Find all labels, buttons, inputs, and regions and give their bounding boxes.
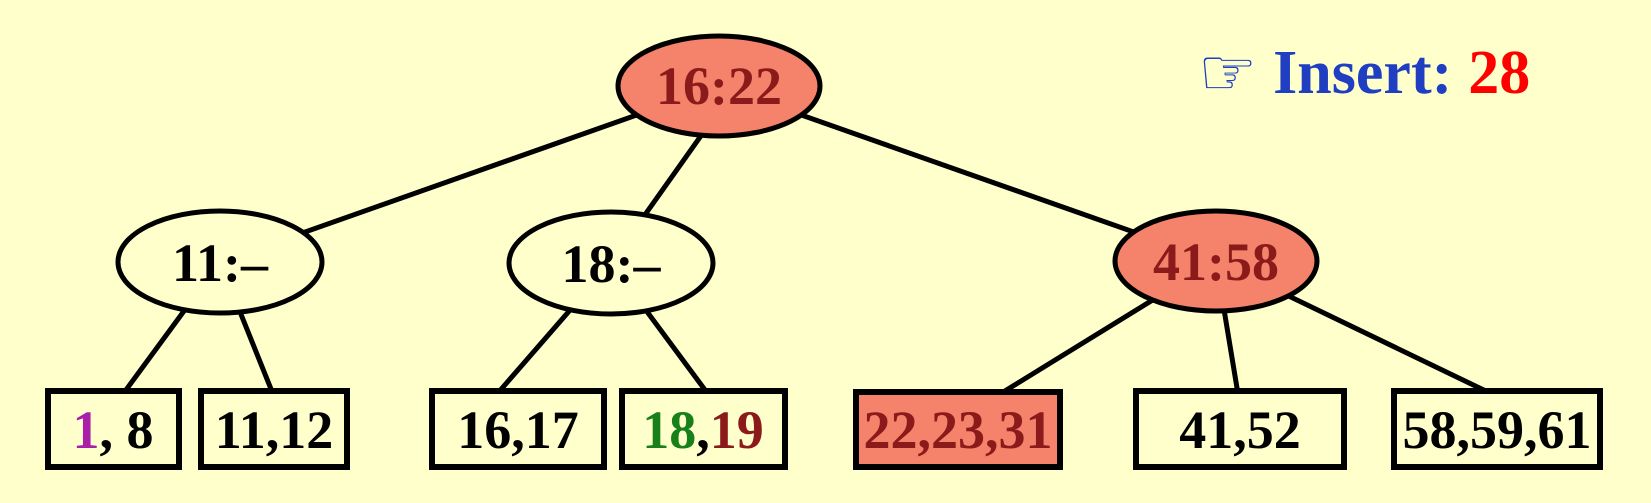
leaf-node-22-23-31-label: 22,23,31 xyxy=(864,400,1053,460)
internal-node-18: 18:– xyxy=(506,209,716,317)
leaf-node-11-12-shape xyxy=(198,388,350,470)
internal-node-root-shape xyxy=(615,33,823,139)
internal-node-18-label: 18:– xyxy=(562,234,662,294)
leaf-node-18-19: 18,19 xyxy=(619,388,788,470)
internal-node-11-shape xyxy=(115,208,325,316)
leaf-node-16-17-label: 16,17 xyxy=(457,400,579,460)
internal-node-18-shape xyxy=(506,209,716,317)
leaf-node-11-12-label: 11,12 xyxy=(215,400,334,460)
insert-annotation: ☞ Insert: 28 xyxy=(1198,40,1530,106)
internal-node-41-58-shape xyxy=(1112,208,1320,314)
internal-node-root: 16:22 xyxy=(615,33,823,139)
leaf-node-58-59-61-label: 58,59,61 xyxy=(1403,400,1592,460)
leaf-node-58-59-61: 58,59,61 xyxy=(1391,388,1603,470)
leaf-node-1-8: 1, 8 xyxy=(45,388,182,470)
leaf-node-1-8-shape xyxy=(45,388,182,470)
internal-node-11: 11:– xyxy=(115,208,325,316)
insert-annotation-label: Insert: xyxy=(1273,39,1453,107)
leaf-node-22-23-31-shape xyxy=(853,389,1063,470)
internal-node-41-58-label: 41:58 xyxy=(1153,232,1279,292)
leaf-node-41-52: 41,52 xyxy=(1133,388,1347,470)
leaf-node-16-17-shape xyxy=(429,388,607,470)
leaf-node-41-52-shape xyxy=(1133,388,1347,470)
leaf-node-1-8-label: 1, 8 xyxy=(73,400,154,460)
leaf-node-18-19-shape xyxy=(619,388,788,470)
internal-node-root-label: 16:22 xyxy=(656,56,782,116)
leaf-node-18-19-label: 18,19 xyxy=(642,400,764,460)
leaf-node-16-17: 16,17 xyxy=(429,388,607,470)
leaf-node-41-52-label: 41,52 xyxy=(1179,400,1301,460)
leaf-node-58-59-61-shape xyxy=(1391,388,1603,470)
leaf-node-22-23-31: 22,23,31 xyxy=(853,389,1063,470)
insert-annotation-value: 28 xyxy=(1468,39,1531,107)
leaf-node-11-12: 11,12 xyxy=(198,388,350,470)
internal-node-11-label: 11:– xyxy=(172,233,269,293)
internal-node-41-58: 41:58 xyxy=(1112,208,1320,314)
pointing-hand-icon: ☞ xyxy=(1198,34,1258,111)
